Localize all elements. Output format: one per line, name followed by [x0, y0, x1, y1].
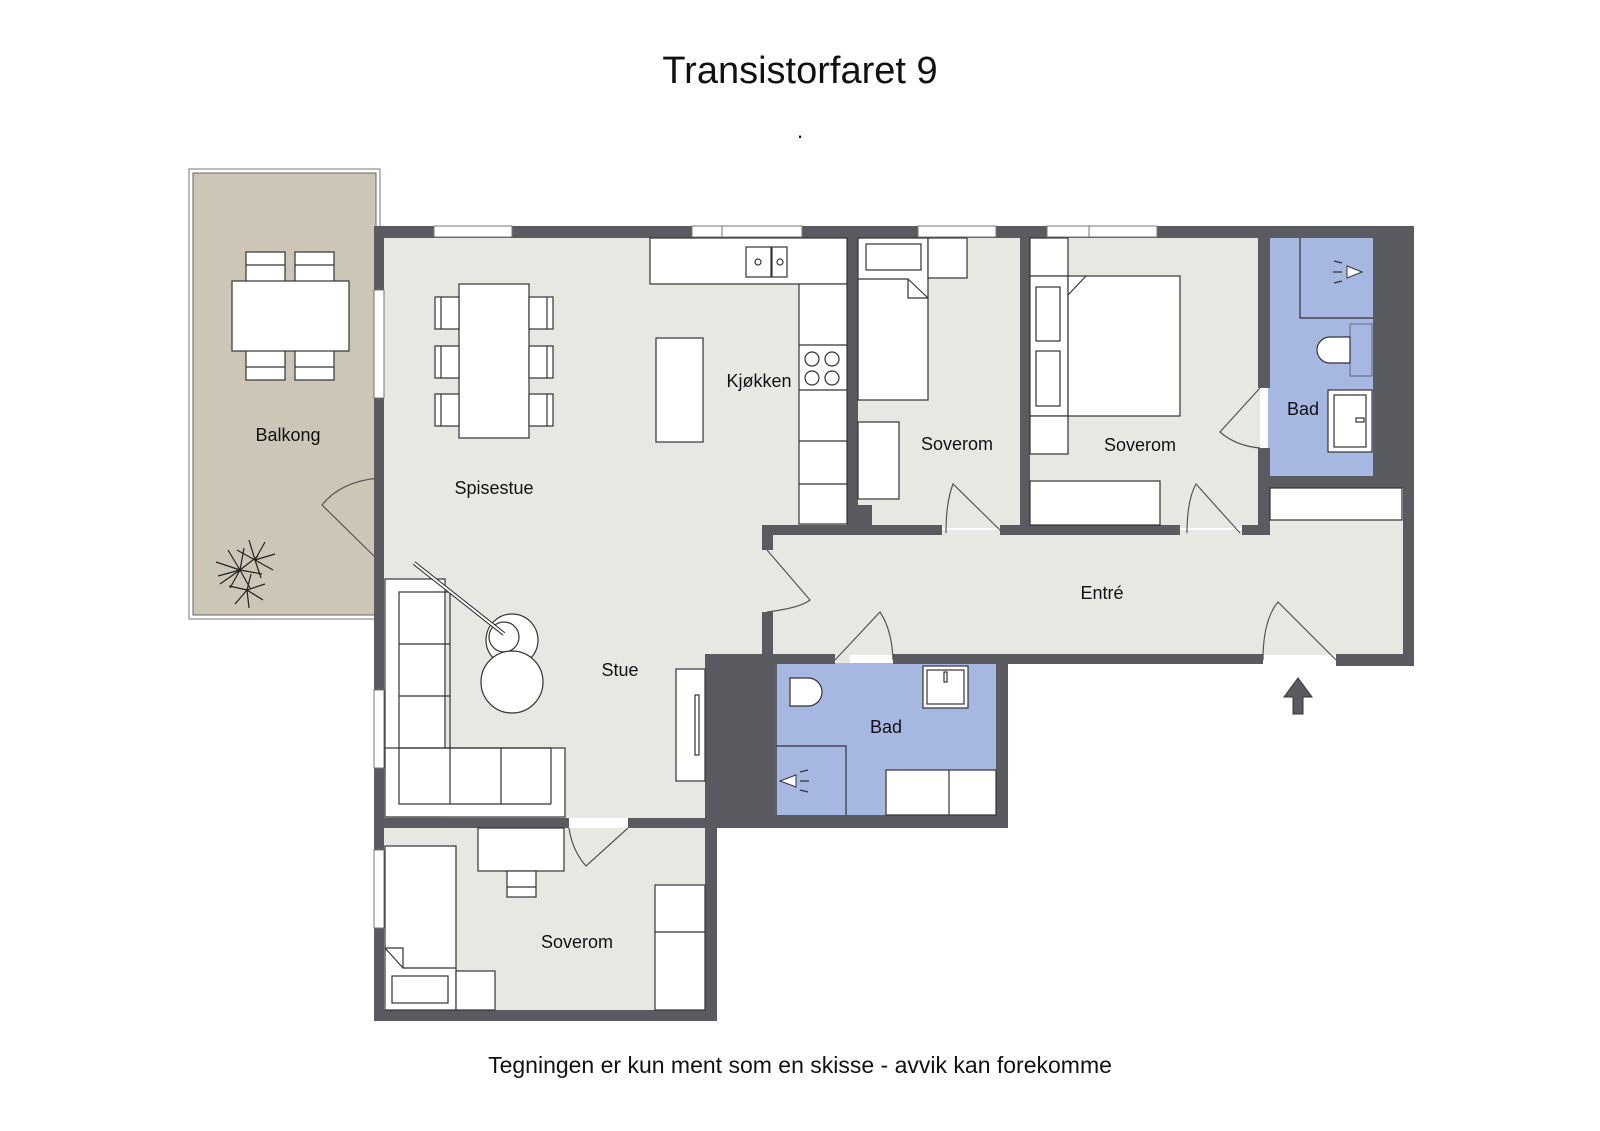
plant-icon	[215, 539, 276, 609]
sofa	[384, 578, 566, 818]
plan-title: Transistorfaret 9	[662, 50, 938, 92]
disclaimer-text: Tegningen er kun ment som en skisse - av…	[488, 1052, 1112, 1078]
sink-icon	[1327, 389, 1373, 453]
stove-icon	[804, 351, 840, 386]
tv-unit	[675, 668, 706, 782]
bathroom-2-fixtures	[775, 663, 997, 816]
windows	[373, 225, 1158, 929]
kitchen-island	[655, 337, 704, 443]
bedroom-1-furniture	[857, 237, 968, 500]
bedroom-3-furniture	[384, 827, 706, 1011]
room-label-balkong: Balkong	[255, 425, 320, 445]
room-label-bad-2: Bad	[870, 717, 902, 737]
doors	[321, 387, 1337, 867]
toilet-icon	[1316, 336, 1351, 364]
bathroom-1-fixtures	[1299, 238, 1373, 453]
floor-lamp	[412, 561, 544, 714]
room-label-entre: Entré	[1080, 583, 1123, 603]
room-label-kjokken: Kjøkken	[726, 371, 791, 391]
balcony-area	[188, 168, 381, 620]
room-label-soverom-3: Soverom	[541, 932, 613, 952]
room-label-soverom-2: Soverom	[1104, 435, 1176, 455]
walls	[374, 226, 1414, 1021]
balcony-table	[231, 251, 350, 381]
shower-icon	[778, 769, 809, 793]
plan-subtitle: .	[796, 118, 804, 143]
toilet-icon	[789, 677, 823, 707]
sink-icon	[745, 246, 788, 278]
kitchen-furniture	[649, 237, 848, 525]
sink-icon	[922, 665, 969, 709]
room-label-stue: Stue	[601, 660, 638, 680]
entry-wardrobe	[1269, 487, 1403, 521]
room-label-soverom-1: Soverom	[921, 434, 993, 454]
dining-table	[434, 283, 554, 439]
entrance-arrow-icon	[1283, 677, 1313, 715]
room-label-spisestue: Spisestue	[454, 478, 533, 498]
bedroom-2-furniture	[1029, 237, 1181, 526]
room-label-bad-1: Bad	[1287, 399, 1319, 419]
shower-icon	[1333, 260, 1364, 284]
